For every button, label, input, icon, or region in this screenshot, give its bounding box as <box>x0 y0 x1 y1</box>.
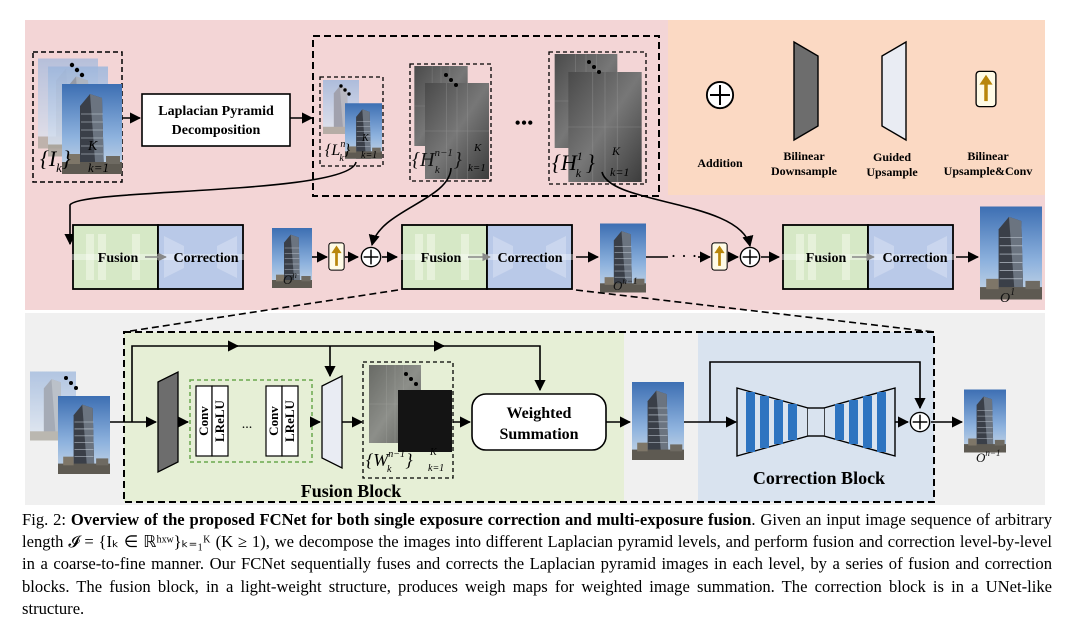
correction-block-title: Correction Block <box>753 468 885 488</box>
output-n1-label: On−1 <box>613 276 637 293</box>
plus-icon-3 <box>909 411 931 433</box>
fc2-fusion-label: Fusion <box>421 251 462 266</box>
downsample-legend-icon <box>793 40 819 142</box>
upsample-conv-legend-icon <box>976 71 996 106</box>
upconv-icon-1 <box>328 241 345 272</box>
lp-high-n1-stack <box>409 63 492 182</box>
caption-text-2: , we decompose the images into different… <box>22 532 1053 618</box>
fusion-block-outline <box>123 331 935 503</box>
guided-upsample-block <box>321 374 343 470</box>
legend-addition: Addition <box>697 156 743 170</box>
output-n-label: On <box>283 270 297 287</box>
weight-maps-sup: K <box>429 447 438 458</box>
caption-title: Overview of the proposed FCNet for both … <box>70 510 752 529</box>
downsample-block <box>157 370 179 474</box>
unet <box>736 387 896 457</box>
lp-low-lower: k=1 <box>361 150 377 161</box>
conv-ellipsis: ... <box>242 417 253 432</box>
caption-text-1: . Given an input image sequence of arbit… <box>22 510 1052 552</box>
detail-input-stack <box>30 371 110 475</box>
legend-downsample-2: Downsample <box>771 164 838 178</box>
addition-legend-icon <box>705 80 735 110</box>
input-image-stack <box>32 51 123 183</box>
pyramid-dots: ••• <box>515 113 534 133</box>
input-set-lower: k=1 <box>88 160 109 175</box>
connector-high-n1 <box>368 167 452 247</box>
plus-icon-1 <box>360 246 382 268</box>
fc1-fusion-label: Fusion <box>98 251 139 266</box>
lrelu-label-1: LReLU <box>212 399 227 442</box>
lp-high-1-lower: k=1 <box>610 165 629 179</box>
caption-math: 𝓘 = {Iₖ ∈ ℝʰˣʷ}ₖ₌₁ᴷ (K ≥ 1) <box>68 532 266 552</box>
input-set-label: {Ik} <box>40 146 71 175</box>
fc1-correction-label: Correction <box>173 251 238 266</box>
lp-high-1-stack <box>548 51 647 185</box>
figure-caption: Fig. 2: Overview of the proposed FCNet f… <box>22 509 1052 620</box>
legend-upconv-2: Upsample&Conv <box>944 164 1033 178</box>
output-image-1 <box>980 205 1042 301</box>
lrelu-label-2: LReLU <box>282 399 297 442</box>
fc2-correction-label: Correction <box>497 251 562 266</box>
detail-output-image <box>964 389 1006 453</box>
lp-decomposition-label-1: Laplacian Pyramid <box>158 104 274 119</box>
connector-high-1 <box>601 171 754 248</box>
weighted-summation-label-1: Weighted <box>507 405 572 422</box>
legend-panel <box>668 20 1045 195</box>
fc3-correction-label: Correction <box>882 251 947 266</box>
conv-label-2: Conv <box>266 406 281 436</box>
legend-guided-1: Guided <box>873 150 911 164</box>
connector-low <box>64 161 357 246</box>
caption-label: Fig. 2: <box>22 510 67 529</box>
legend-downsample-1: Bilinear <box>783 149 825 163</box>
detail-output-label: On−1 <box>976 448 1000 465</box>
upconv-icon-2 <box>711 241 728 272</box>
fused-image <box>632 381 684 461</box>
input-set-sup: K <box>87 139 98 154</box>
legend-upconv-1: Bilinear <box>967 149 1009 163</box>
lp-high-n1-lower: k=1 <box>468 162 486 174</box>
lp-high-1-sup: K <box>611 144 621 158</box>
output-1-label: O1 <box>1000 287 1015 306</box>
conv-label-1: Conv <box>196 406 211 436</box>
weight-maps-stack <box>362 361 454 479</box>
chain-dots: · · · <box>671 246 698 266</box>
legend: Addition Bilinear Downsample Guided Upsa… <box>697 40 1033 179</box>
fc3-fusion-label: Fusion <box>806 251 847 266</box>
lp-low-sup: K <box>361 133 370 144</box>
lp-decomposition-box <box>141 93 291 147</box>
guided-upsample-legend-icon <box>881 40 907 142</box>
fusion-block-title: Fusion Block <box>301 481 402 501</box>
lp-decomposition-label-2: Decomposition <box>172 123 261 138</box>
lp-low-stack <box>319 76 384 167</box>
weighted-summation-label-2: Summation <box>499 426 578 443</box>
weight-maps-lower: k=1 <box>428 463 444 474</box>
lp-high-n1-sup: K <box>473 142 482 154</box>
plus-icon-2 <box>739 246 761 268</box>
legend-guided-2: Upsample <box>866 165 918 179</box>
